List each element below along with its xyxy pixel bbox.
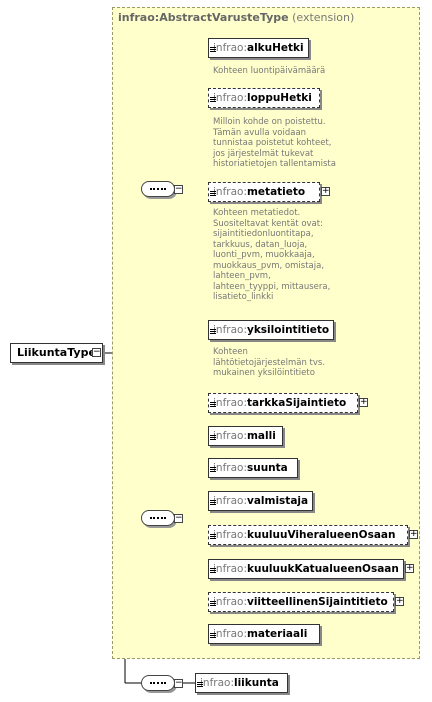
element-kuuluuViheralueenOsaan[interactable]: infrao:kuuluuViheralueenOsaan: [208, 525, 408, 545]
sequence-3-collapse-icon[interactable]: −: [174, 678, 183, 688]
sequence-compositor-3[interactable]: [141, 675, 175, 691]
element-name: liikunta: [233, 677, 279, 689]
documentation-loppuHetki: Milloin kohde on poistettu.Tämän avulla …: [213, 117, 336, 170]
element-kuuluukKatualueenOsaan[interactable]: infrao:kuuluukKatualueenOsaan: [208, 559, 404, 579]
documentation-line: luonti_pvm, muokkaaja,: [213, 250, 315, 260]
documentation-line: Kohteen: [213, 347, 248, 357]
element-name: alkuHetki: [246, 42, 304, 54]
element-prefix: infrao:: [213, 495, 247, 507]
element-name: suunta: [246, 462, 288, 474]
element-prefix: infrao:: [213, 462, 247, 474]
element-icon: [210, 322, 216, 334]
element-icon: [210, 460, 216, 472]
element-prefix: infrao:: [213, 92, 247, 104]
documentation-line: sijaintitiedonluontitapa,: [213, 229, 314, 239]
element-name: metatieto: [246, 186, 306, 198]
element-alkuHetki[interactable]: infrao:alkuHetki: [208, 38, 309, 58]
element-name: tarkkaSijaintieto: [246, 397, 347, 409]
element-icon: [210, 428, 216, 440]
element-prefix: infrao:: [213, 397, 247, 409]
documentation-line: historiatietojen tallentamista: [213, 159, 336, 169]
element-icon: [210, 395, 216, 407]
extension-title: infrao:AbstractVarusteType (extension): [118, 11, 354, 24]
documentation-line: tunnistaa poistetut kohteet,: [213, 138, 332, 148]
element-prefix: infrao:: [213, 186, 247, 198]
root-collapse-icon[interactable]: −: [92, 347, 101, 357]
element-name: loppuHetki: [246, 92, 312, 104]
documentation-line: Milloin kohde on poistettu.: [213, 117, 326, 127]
element-prefix: infrao:: [213, 324, 247, 336]
element-name: kuuluuViheralueenOsaan: [246, 529, 396, 541]
element-metatieto[interactable]: infrao:metatieto: [208, 182, 320, 202]
element-prefix: infrao:: [213, 563, 247, 575]
extension-suffix: (extension): [292, 11, 355, 24]
element-prefix: infrao:: [213, 596, 247, 608]
element-icon: [210, 184, 216, 196]
documentation-line: mukainen yksilöintitieto: [213, 368, 315, 378]
element-materiaali[interactable]: infrao:materiaali: [208, 624, 320, 644]
documentation-line: lähtötietojärjestelmän tvs.: [213, 357, 326, 368]
expand-plus-icon[interactable]: +: [395, 596, 404, 606]
expand-plus-icon[interactable]: +: [359, 397, 368, 407]
element-icon: [210, 493, 216, 505]
element-name: viitteellinenSijaintitieto: [246, 596, 388, 608]
element-malli[interactable]: infrao:malli: [208, 426, 283, 446]
documentation-line: jos järjestelmät tukevat: [213, 148, 314, 159]
sequence-compositor-1[interactable]: [141, 181, 175, 197]
element-name: materiaali: [246, 628, 308, 640]
element-name: valmistaja: [246, 495, 309, 507]
element-suunta[interactable]: infrao:suunta: [208, 458, 298, 478]
element-prefix: infrao:: [213, 42, 247, 54]
element-prefix: infrao:: [213, 430, 247, 442]
expand-plus-icon[interactable]: +: [405, 563, 414, 573]
documentation-metatieto: Kohteen metatiedot.Suositeltavat kentät …: [213, 208, 330, 303]
documentation-line: lahteen_pvm,: [213, 271, 271, 281]
element-prefix: infrao:: [213, 628, 247, 640]
element-icon: [210, 90, 216, 102]
element-prefix: infrao:: [213, 529, 247, 541]
sequence-1-collapse-icon[interactable]: −: [174, 184, 183, 194]
element-tarkkaSijaintieto[interactable]: infrao:tarkkaSijaintieto: [208, 393, 358, 413]
documentation-line: tarkkuus, datan_luoja,: [213, 239, 308, 250]
element-icon: [210, 594, 216, 606]
documentation-alkuHetki: Kohteen luontipäivämäärä: [213, 66, 325, 77]
element-yksilointitieto[interactable]: infrao:yksilointitieto: [208, 320, 335, 340]
extension-type-name: infrao:AbstractVarusteType: [118, 11, 289, 24]
sequence-2-collapse-icon[interactable]: −: [174, 513, 183, 523]
element-name: yksilointitieto: [246, 324, 330, 336]
sequence-compositor-2[interactable]: [141, 510, 175, 526]
documentation-line: Suositeltavat kentät ovat:: [213, 218, 323, 229]
element-valmistaja[interactable]: infrao:valmistaja: [208, 491, 314, 511]
element-name: malli: [246, 430, 276, 442]
element-loppuHetki[interactable]: infrao:loppuHetki: [208, 88, 320, 108]
documentation-line: lahteen_tyyppi, mittausera,: [213, 281, 331, 292]
element-name: kuuluukKatualueenOsaan: [246, 563, 399, 575]
documentation-line: Tämän avulla voidaan: [213, 127, 307, 138]
expand-plus-icon[interactable]: +: [409, 529, 418, 539]
expand-plus-icon[interactable]: +: [321, 186, 330, 196]
element-icon: [210, 40, 216, 52]
element-viitteellinenSijaintitieto[interactable]: infrao:viitteellinenSijaintitieto: [208, 592, 394, 612]
element-icon: [210, 561, 216, 573]
element-prefix: infrao:: [200, 677, 234, 689]
element-icon: [210, 527, 216, 539]
element-icon: [197, 675, 203, 687]
documentation-line: Kohteen metatiedot.: [213, 208, 301, 218]
documentation-line: muokkaus_pvm, omistaja,: [213, 260, 325, 271]
element-icon: [210, 626, 216, 638]
root-type-box[interactable]: LiikuntaType: [10, 343, 103, 363]
element-liikunta[interactable]: infrao:liikunta: [195, 673, 288, 693]
root-type-label: LiikuntaType: [17, 346, 96, 359]
documentation-line: lisatieto_linkki: [213, 292, 274, 302]
documentation-line: Kohteen luontipäivämäärä: [213, 66, 326, 76]
